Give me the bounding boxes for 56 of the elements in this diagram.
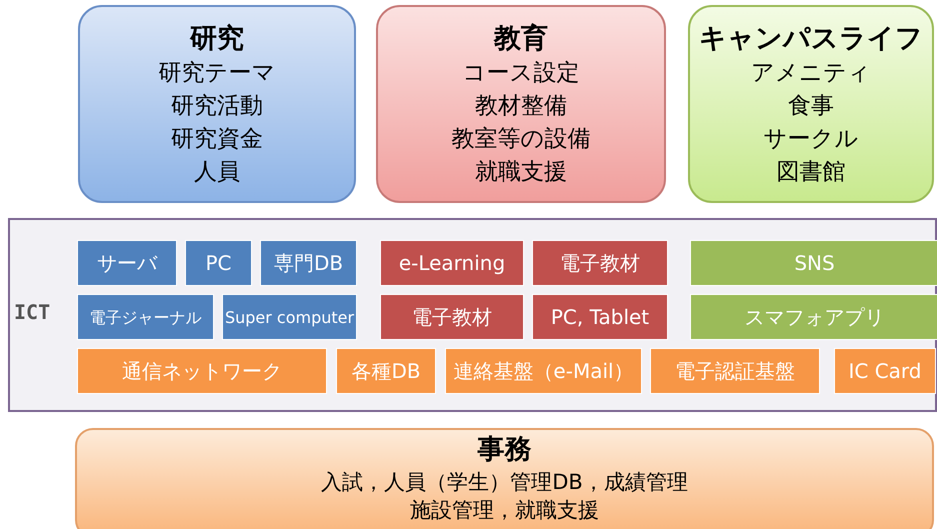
list-item: 就職支援 <box>475 158 567 187</box>
list-item: 教室等の設備 <box>452 125 590 154</box>
list-item: 食事 <box>788 92 834 121</box>
box-label: サーバ <box>97 252 157 274</box>
list-item: 教材整備 <box>475 92 567 121</box>
system-box <box>690 294 937 340</box>
category-card <box>376 5 666 203</box>
card-heading: 教育 <box>494 22 548 56</box>
list-item: 施設管理，就職支援 <box>410 497 599 524</box>
system-box <box>222 294 357 340</box>
card-heading: 研究 <box>190 22 244 56</box>
system-box <box>532 294 668 340</box>
list-item: 人員 <box>194 158 240 187</box>
system-box <box>260 240 357 286</box>
box-label: 連絡基盤（e-Mail） <box>453 360 634 382</box>
card-heading: キャンパスライフ <box>699 22 923 56</box>
card-heading: 事務 <box>478 433 532 467</box>
system-box <box>336 348 436 394</box>
box-label: 電子ジャーナル <box>90 306 202 328</box>
system-box <box>834 348 936 394</box>
list-item: 研究資金 <box>171 125 263 154</box>
system-box <box>185 240 252 286</box>
box-label: PC, Tablet <box>550 306 650 328</box>
category-card <box>688 5 934 203</box>
layer-label: ICT <box>14 300 50 324</box>
box-label: 専門DB <box>274 252 344 274</box>
system-box <box>532 240 668 286</box>
box-label: 通信ネットワーク <box>122 360 282 382</box>
list-item: アメニティ <box>751 59 871 88</box>
system-box <box>650 348 820 394</box>
list-item: 入試，人員（学生）管理DB，成績管理 <box>321 469 688 496</box>
system-box <box>445 348 642 394</box>
list-item: 研究活動 <box>171 92 263 121</box>
list-item: コース設定 <box>462 59 580 88</box>
category-card <box>78 5 356 203</box>
list-item: 図書館 <box>776 158 846 187</box>
system-box <box>77 294 214 340</box>
category-card <box>75 428 934 529</box>
system-box <box>380 240 524 286</box>
list-item: サークル <box>764 125 858 154</box>
box-label: スマフォアプリ <box>744 306 884 328</box>
box-label: 各種DB <box>351 360 421 382</box>
box-label: 電子認証基盤 <box>675 360 795 382</box>
box-label: IC Card <box>848 360 922 382</box>
box-label: SNS <box>794 252 835 274</box>
box-label: Super computer <box>224 306 354 328</box>
system-box <box>380 294 524 340</box>
system-box <box>77 348 327 394</box>
box-label: PC <box>205 252 232 274</box>
system-box <box>690 240 937 286</box>
box-label: 電子教材 <box>560 252 640 274</box>
box-label: 電子教材 <box>412 306 492 328</box>
ict-panel <box>8 218 937 412</box>
list-item: 研究テーマ <box>158 59 276 88</box>
system-box <box>77 240 177 286</box>
box-label: e-Learning <box>398 252 506 274</box>
